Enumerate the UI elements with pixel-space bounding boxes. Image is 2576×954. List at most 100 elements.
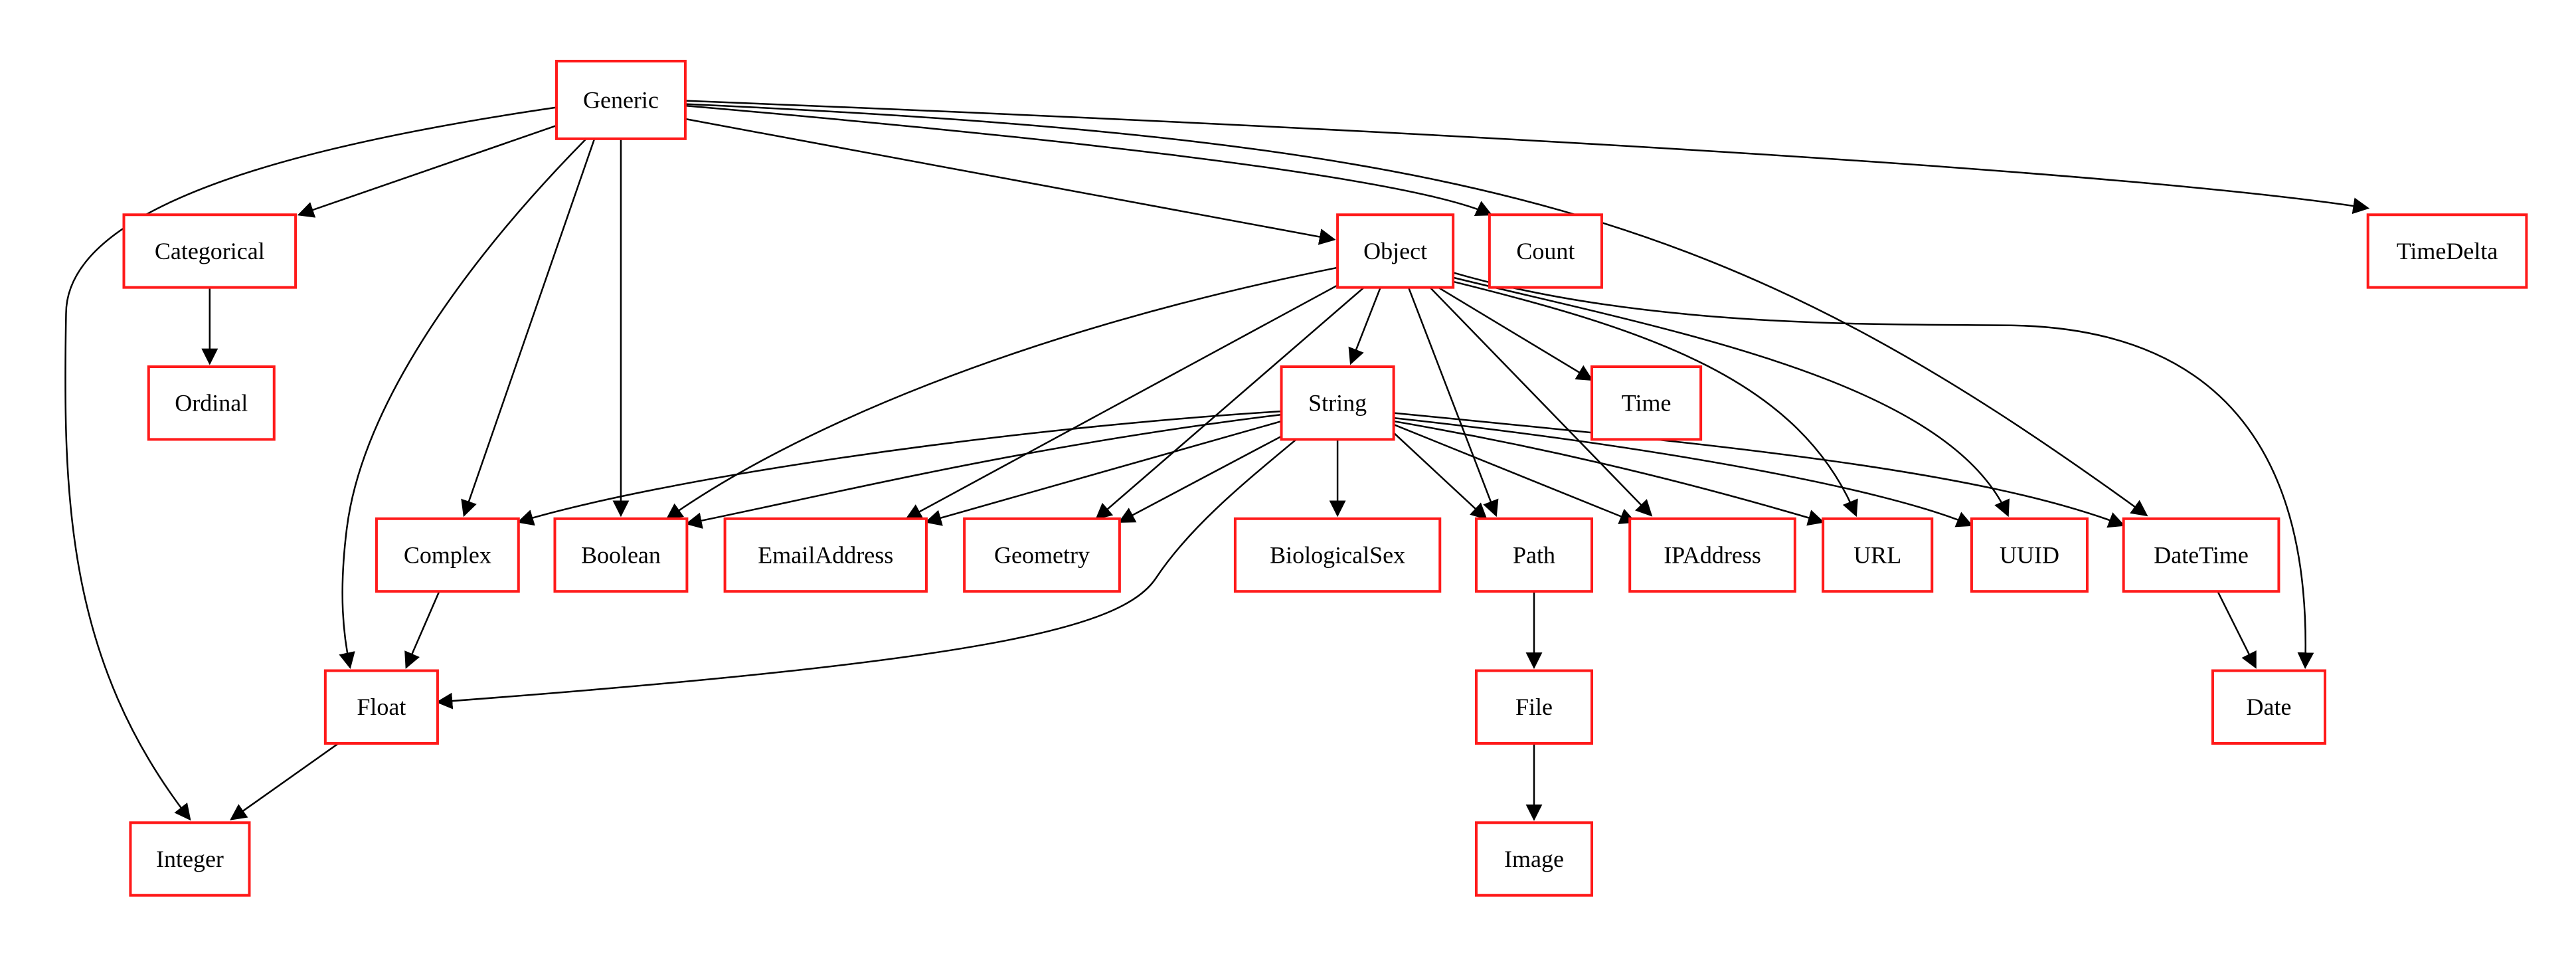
edges-layer: [65, 101, 2370, 821]
edge-string-to-uuid: [1394, 418, 1974, 525]
edge-string-to-boolean: [685, 415, 1281, 529]
node-box: [1628, 517, 1796, 593]
node-generic: Generic: [555, 60, 687, 140]
node-box: [122, 213, 298, 289]
node-label: File: [1515, 694, 1553, 720]
node-box: [1233, 517, 1442, 593]
node-box: [2211, 669, 2327, 745]
node-label: DateTime: [2154, 541, 2249, 568]
node-box: [963, 517, 1121, 593]
node-boolean: Boolean: [553, 517, 689, 593]
node-label: Count: [1516, 238, 1575, 264]
node-box: [2366, 213, 2528, 289]
edge-float-to-integer: [230, 743, 339, 819]
node-box: [1590, 365, 1703, 441]
edge-generic-to-float: [339, 139, 586, 669]
node-label: Integer: [156, 846, 224, 872]
node-time: Time: [1590, 365, 1703, 441]
node-box: [1474, 821, 1594, 897]
edge-object-to-path: [1409, 288, 1499, 518]
edge-string-to-ipaddress: [1394, 425, 1636, 524]
node-ordinal: Ordinal: [147, 365, 276, 441]
node-label: Object: [1363, 238, 1427, 264]
node-label: URL: [1853, 541, 1901, 568]
edge-object-to-url: [1450, 281, 1858, 518]
node-label: Float: [357, 694, 406, 720]
node-label: UUID: [2000, 541, 2059, 568]
node-timedelta: TimeDelta: [2366, 213, 2528, 289]
node-label: TimeDelta: [2397, 238, 2498, 264]
node-box: [2122, 517, 2280, 593]
node-box: [1822, 517, 1934, 593]
node-label: Geometry: [994, 541, 1090, 568]
node-label: BiologicalSex: [1270, 541, 1405, 568]
edge-generic-to-object: [685, 119, 1336, 245]
edge-generic-to-count: [685, 106, 1493, 215]
edge-string-to-path: [1394, 432, 1486, 518]
edge-object-to-geometry: [1096, 288, 1364, 519]
node-label: Time: [1622, 390, 1672, 417]
edge-object-to-boolean: [665, 268, 1338, 519]
node-string: String: [1280, 365, 1395, 441]
node-label: Generic: [583, 86, 659, 113]
node-box: [129, 821, 251, 897]
edge-complex-to-float: [406, 591, 440, 669]
node-float: Float: [323, 669, 439, 745]
node-label: Image: [1504, 846, 1564, 872]
node-file: File: [1474, 669, 1594, 745]
edge-object-to-time: [1438, 288, 1594, 380]
edge-string-to-float: [436, 439, 1296, 710]
node-integer: Integer: [129, 821, 251, 897]
edge-object-to-string: [1348, 288, 1381, 365]
node-uuid: UUID: [1970, 517, 2089, 593]
edge-string-to-geometry: [1118, 432, 1288, 522]
edge-generic-to-integer: [65, 108, 557, 821]
node-geometry: Geometry: [963, 517, 1121, 593]
node-ipaddress: IPAddress: [1628, 517, 1796, 593]
node-box: [375, 517, 520, 593]
edge-object-to-ipaddress: [1430, 288, 1651, 516]
node-emailaddress: EmailAddress: [723, 517, 928, 593]
node-label: Ordinal: [175, 390, 248, 417]
node-label: IPAddress: [1664, 541, 1761, 568]
node-box: [323, 669, 439, 745]
node-categorical: Categorical: [122, 213, 298, 289]
node-datetime: DateTime: [2122, 517, 2280, 593]
edge-generic-to-timedelta: [685, 101, 2370, 215]
node-path: Path: [1474, 517, 1594, 593]
node-biologicalsex: BiologicalSex: [1233, 517, 1442, 593]
node-box: [1474, 669, 1594, 745]
edge-generic-to-datetime: [685, 104, 2148, 516]
node-box: [1474, 517, 1594, 593]
node-box: [147, 365, 276, 441]
edge-object-to-emailaddress: [904, 281, 1345, 519]
node-label: Boolean: [581, 541, 661, 568]
node-complex: Complex: [375, 517, 520, 593]
edge-datetime-to-date: [2217, 591, 2255, 669]
node-label: String: [1308, 390, 1367, 417]
node-box: [1280, 365, 1395, 441]
node-label: Categorical: [155, 238, 265, 264]
node-label: Path: [1513, 541, 1555, 568]
node-count: Count: [1488, 213, 1603, 289]
node-box: [1488, 213, 1603, 289]
node-box: [723, 517, 928, 593]
node-object: Object: [1336, 213, 1455, 289]
node-label: EmailAddress: [758, 541, 893, 568]
node-label: Date: [2247, 694, 2292, 720]
node-box: [1336, 213, 1455, 289]
edge-string-to-datetime: [1394, 413, 2126, 528]
edge-string-to-url: [1394, 421, 1825, 526]
node-box: [553, 517, 689, 593]
edge-object-to-date: [1453, 272, 2314, 670]
node-box: [1970, 517, 2089, 593]
node-image: Image: [1474, 821, 1594, 897]
edge-generic-to-complex: [461, 139, 594, 518]
edge-object-to-uuid: [1453, 278, 2008, 518]
node-box: [555, 60, 687, 140]
edge-string-to-emailaddress: [924, 421, 1282, 526]
edge-string-to-complex: [517, 411, 1282, 526]
node-label: Complex: [404, 541, 491, 568]
